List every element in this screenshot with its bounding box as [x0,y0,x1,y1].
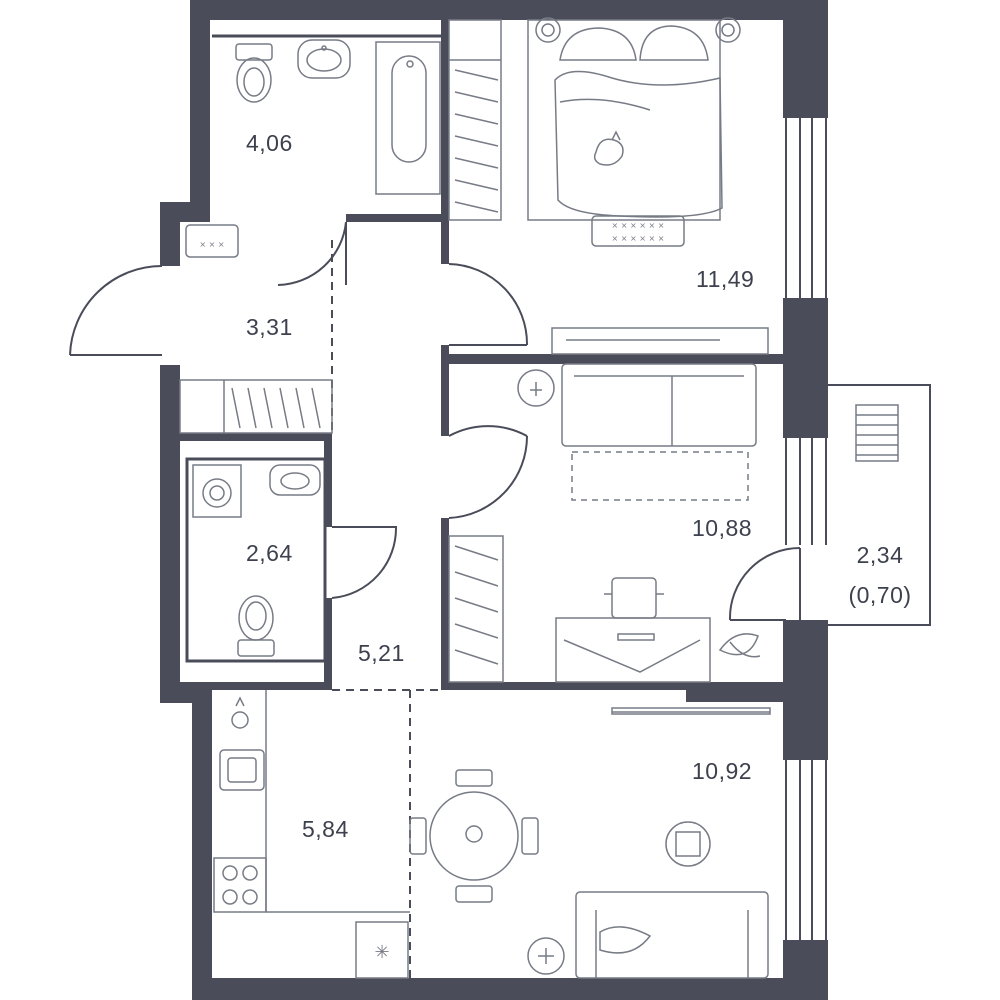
room-area-balcony-reduced: (0,70) [848,582,912,608]
wall-hall-left-lower [160,365,180,702]
bathroom-door[interactable] [277,221,347,286]
bedroom-door[interactable] [448,263,529,346]
wall-bath-bottom [346,214,446,222]
bench-icon: × × × × × × × × × × × × [591,215,685,247]
wall-wc-right-lower [324,598,332,688]
kitchen-fixtures: ✳ [213,690,410,979]
nightstand-lamp-icon [535,17,741,43]
wall-living-step [686,682,786,702]
wall-top [190,0,828,20]
room-area-bedroom: 11,49 [696,266,755,292]
wall-hall-left-upper [160,202,180,266]
room-area-kitchen: 5,84 [302,816,349,842]
office-chair-icon [604,577,664,619]
walls [160,0,828,1000]
wall-study-bottom [441,682,786,690]
robot-vacuum-icon [665,821,711,867]
room-area-bathroom: 4,06 [246,130,293,156]
tv-icon [551,327,769,355]
fridge [355,921,409,979]
wall-bathroom-left [190,0,210,222]
bathroom-fixtures [235,39,441,195]
wall-wc-top [180,433,332,441]
washing-machine-icon [192,464,242,518]
doors [69,221,529,978]
tv-icon [611,707,771,715]
study-furniture [448,363,761,683]
wall-kitchen-left [192,683,212,1000]
wall-right-bottom [783,940,828,1000]
wall-bath-right [441,20,449,264]
snowflake-icon: ✳ [374,942,389,963]
wc-door[interactable] [331,526,398,599]
toilet-icon [235,43,273,103]
window-living [785,760,827,940]
wall-bottom [192,978,828,1000]
entrance-door[interactable] [69,265,163,356]
wall-wc-right-upper [324,441,332,527]
plant-icon [718,633,761,658]
bedroom-furniture: × × × × × × × × × × × × [448,17,769,355]
svg-text:× × × × × ×: × × × × × × [612,234,665,243]
svg-text:× × × × × ×: × × × × × × [612,221,665,230]
wall-right-pier-1 [783,298,828,438]
sofa-icon [561,363,757,501]
window-study [785,438,827,545]
balcony-outline [828,384,931,626]
wardrobe-icon [448,535,504,683]
room-area-corridor: 5,21 [358,640,405,666]
windows [785,118,827,940]
living-furniture [409,707,771,979]
dining-table-icon [409,769,539,903]
wall-wc-bottom [180,682,332,690]
wall-right-top [783,0,828,118]
hall-furniture: × × × [179,224,333,434]
cat-icon [593,130,624,166]
study-door[interactable] [448,425,528,437]
balcony-door-swing [728,547,801,621]
sofa-icon [575,891,769,979]
wardrobe-icon [179,379,333,434]
room-area-living: 10,92 [692,758,753,784]
wall-bedroom-study [441,354,786,364]
wc-inner-frame [185,457,327,663]
kitchen-sink-icon [219,749,265,791]
inner-outlines [185,34,441,663]
sink-icon [297,39,351,79]
sink-icon [269,464,321,496]
room-area-wc: 2,64 [246,540,293,566]
bed-icon [527,19,723,221]
faucet-icon [231,696,249,729]
wc-fixtures [192,464,321,657]
balcony [728,384,931,626]
svg-text:× × ×: × × × [199,240,224,249]
deck-chair-icon [855,404,899,462]
window-bedroom [785,118,827,298]
room-area-balcony: 2,34 [856,542,904,568]
stove-icon [213,857,267,913]
bathtub-icon [375,41,441,195]
room-area-hall: 3,31 [246,314,293,340]
robot-vacuum-icon [527,937,565,975]
toilet-icon [237,595,275,657]
bench-icon: × × × [185,224,239,258]
wall-bedroom-left-lower [441,345,449,357]
robot-vacuum-icon [517,369,555,407]
room-area-study: 10,88 [692,515,753,541]
wardrobe-icon [448,19,502,221]
wall-study-left-2 [441,518,449,690]
wall-study-left-1 [441,354,449,436]
desk-icon [555,617,711,683]
wall-right-pier-2 [783,620,828,760]
